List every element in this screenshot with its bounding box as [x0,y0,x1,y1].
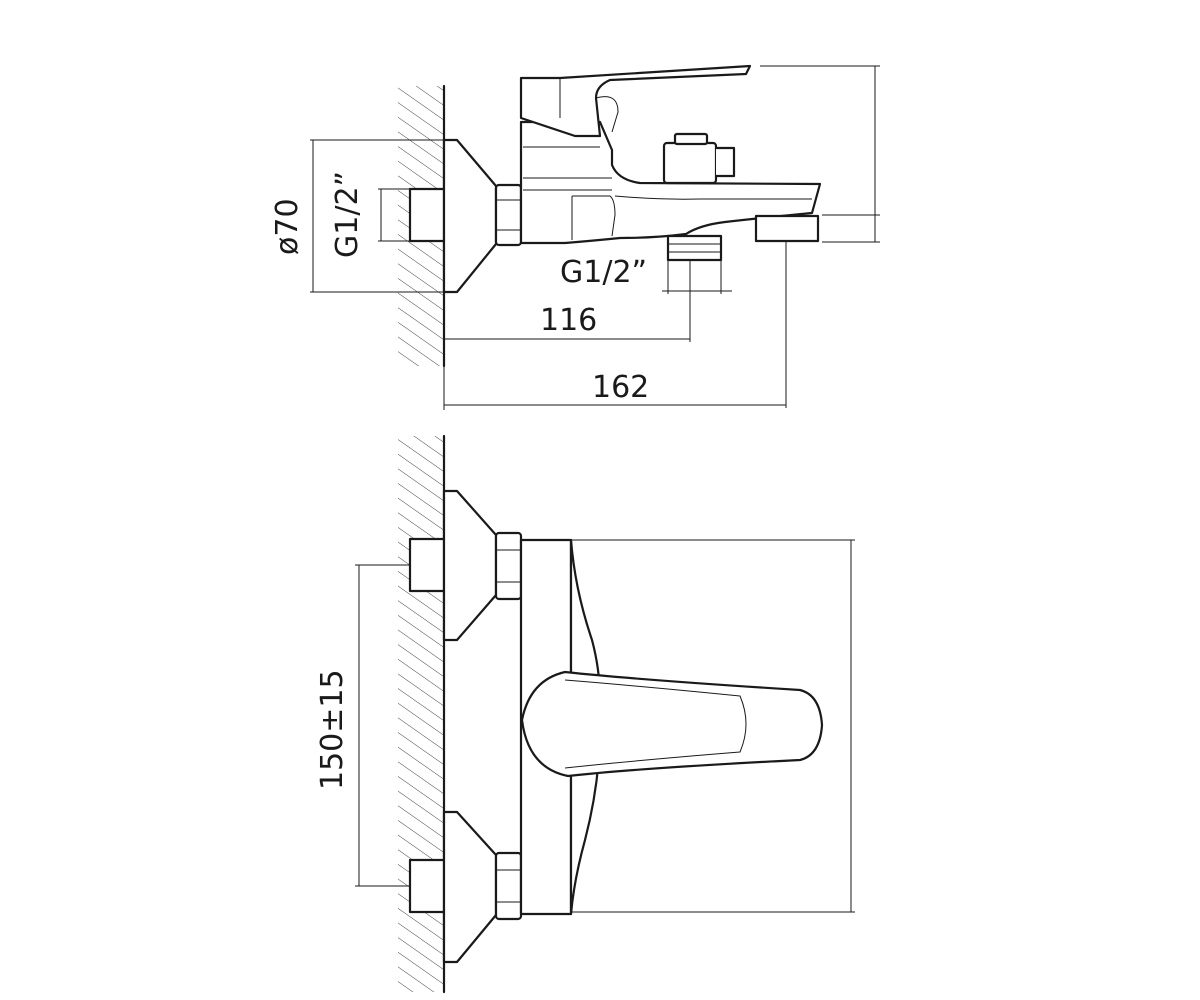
hex-nut-side [494,183,523,247]
dim-inlet-thread: G1/2” [330,171,365,258]
flange-top [442,489,498,642]
dim-wall-to-spout: 162 [592,370,649,405]
inlet-stub-bottom [408,858,446,914]
handle-front [520,670,824,778]
mixer-body-side [519,120,822,245]
front-view: 150±15 [315,434,855,994]
side-view: ø70 G1/2” G1/2” 116 162 [270,64,880,410]
dim-wall-to-outlet: 116 [540,303,597,338]
diverter-knob-side [662,141,718,185]
outlet-thread-side [666,234,723,262]
inlet-stub-side [408,187,446,243]
flange-side [442,138,498,294]
lever-side [519,64,752,138]
dim-inlet-spacing: 150±15 [315,669,350,790]
hex-nut-bottom [494,851,523,921]
flange-bottom [442,810,498,964]
dim-flange-diameter: ø70 [270,198,305,255]
inlet-stub-top [408,537,446,593]
hex-nut-top [494,531,523,601]
aerator-side [754,214,820,243]
dim-outlet-thread: G1/2” [560,255,647,290]
